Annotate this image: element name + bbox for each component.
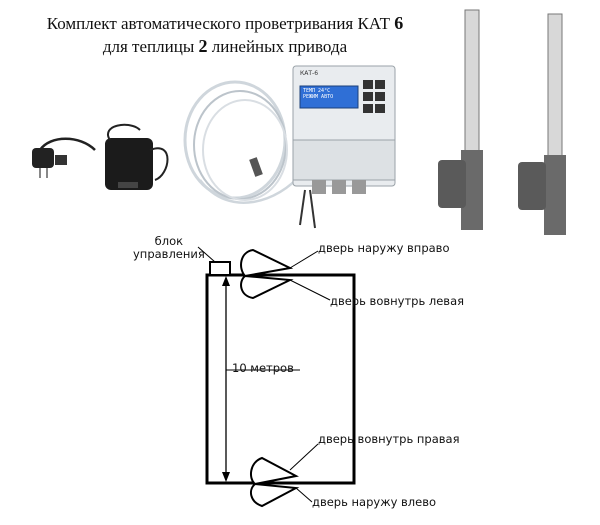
control-unit-label: блок управления — [133, 234, 205, 261]
controller-screen-text: ТЕМП 24°С РЕЖИМ АВТО — [303, 88, 334, 100]
power-plug-icon — [32, 137, 96, 178]
title-line1: Комплект автоматического проветривания К… — [46, 14, 390, 33]
linear-actuator-icon — [438, 9, 566, 235]
title-kit-number: 6 — [394, 13, 404, 33]
sensor-cable-icon — [183, 80, 301, 204]
door-bottom-in-label: дверь вовнутрь правая — [318, 432, 460, 446]
title-line2-post: линейных привода — [211, 37, 348, 56]
page-title: Комплект автоматического проветривания К… — [10, 12, 440, 58]
power-adapter-icon — [105, 123, 169, 190]
controller-brand: КАТ-6 — [300, 70, 319, 77]
door-top-out — [240, 248, 294, 278]
controller-unit-icon — [292, 65, 396, 229]
greenhouse-outline — [205, 273, 356, 485]
door-top-in-label: дверь вовнутрь левая — [330, 294, 465, 308]
door-bottom-out-label: дверь наружу влево — [312, 495, 437, 509]
length-label: 10 метров — [232, 361, 294, 375]
control-unit-box — [209, 261, 231, 276]
title-line2-pre: для теплицы — [102, 37, 195, 56]
product-illustration — [32, 9, 566, 235]
control-unit-leader — [197, 246, 216, 263]
door-top-in — [240, 274, 294, 300]
door-bottom-out — [249, 482, 300, 508]
door-top-out-label: дверь наружу вправо — [318, 241, 450, 255]
title-actuator-count: 2 — [198, 36, 208, 56]
door-bottom-in — [249, 456, 299, 486]
